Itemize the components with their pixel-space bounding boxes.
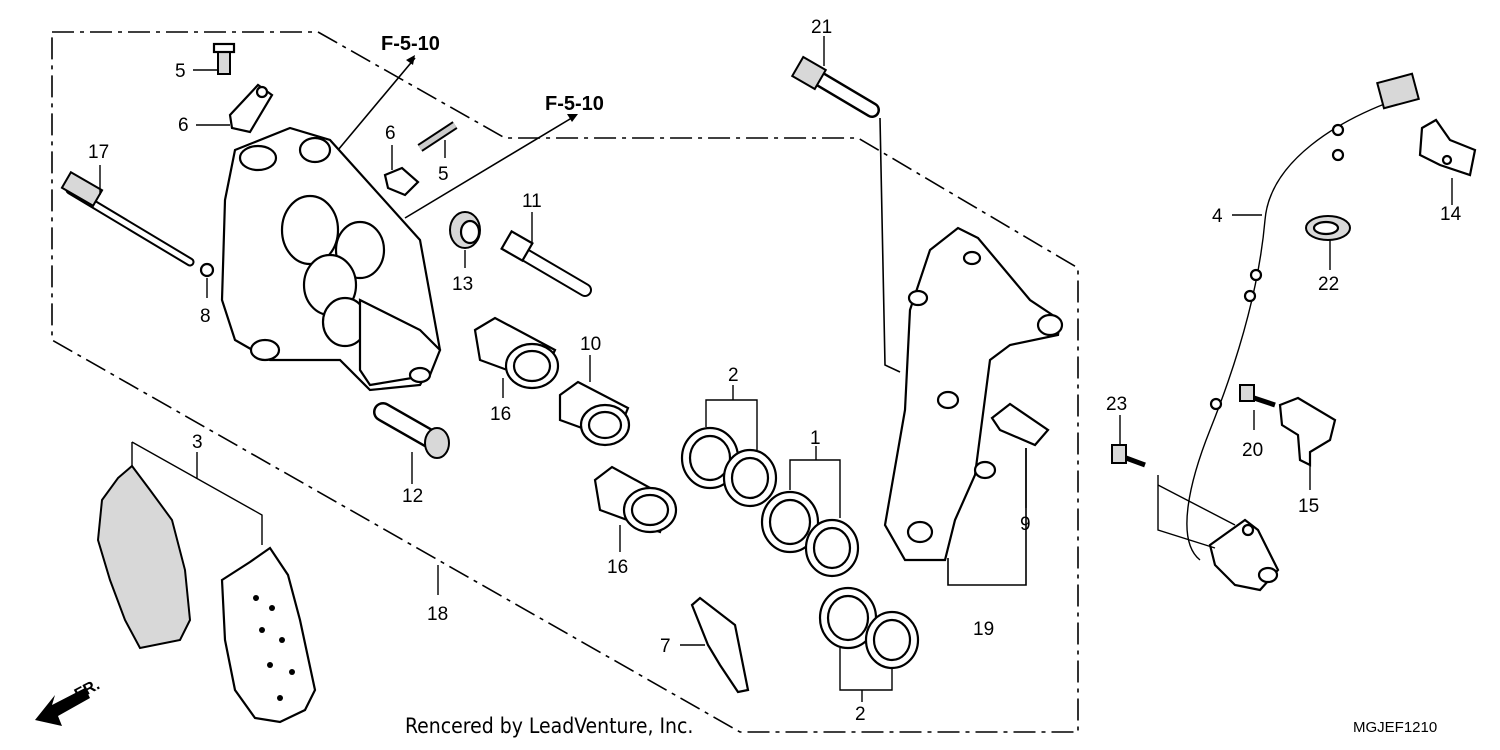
wheel-speed-sensor-part-4[interactable] [1186,72,1420,592]
callout-22: 22 [1318,274,1339,295]
callout-19: 19 [973,619,994,640]
callout-10: 10 [580,334,601,355]
callout-2-lower: 2 [855,704,866,725]
callout-20: 20 [1242,440,1263,461]
callout-18: 18 [427,604,448,625]
ref-leader-b [404,115,576,219]
clamp-part-14[interactable] [1418,118,1477,177]
bracket-group-line [879,117,901,373]
callout-14: 14 [1440,204,1462,225]
piston-part-16-lower[interactable] [593,465,678,534]
callout-15: 15 [1298,496,1319,517]
callout-16-upper: 16 [490,404,511,425]
bolt-part-23[interactable] [1111,444,1146,468]
caliper-body[interactable] [220,126,442,392]
callout-2-upper: 2 [728,365,739,386]
bleeder-cap-part-6-left[interactable] [228,83,274,134]
piston-part-16-upper[interactable] [473,316,560,390]
bleeder-screw-part-5-center[interactable] [417,121,458,152]
slide-pin-part-17[interactable] [60,170,195,267]
bolt-part-12[interactable] [373,402,450,459]
callout-17: 17 [88,142,109,163]
bracket-2-upper [705,399,758,450]
bracket-sensor [1157,475,1216,549]
boot-part-13[interactable] [449,211,481,249]
callout-3: 3 [192,432,203,453]
reference-label-b[interactable]: F-5-10 [545,93,604,115]
bolt-part-21[interactable] [790,55,880,118]
brake-pad-set-part-3[interactable] [96,464,317,724]
front-direction-arrow [35,688,90,726]
callout-9: 9 [1020,514,1031,535]
render-credit: Rencered by LeadVenture, Inc. [405,714,693,738]
callout-11: 11 [522,191,542,212]
clip-part-8[interactable] [199,262,215,278]
ref-arrow-b [567,114,578,122]
sensor-link [1157,484,1236,526]
callout-12: 12 [402,486,423,507]
stay-part-15[interactable] [1278,396,1337,467]
callout-6-left: 6 [178,115,189,136]
callout-8: 8 [200,306,211,327]
piston-part-10[interactable] [558,380,631,447]
bleeder-cap-part-6-center[interactable] [383,166,420,197]
bracket-2-lower [839,648,893,691]
bracket-3 [131,441,263,545]
callout-7: 7 [660,636,671,657]
clip-part-9[interactable] [990,402,1050,447]
caliper-bracket[interactable] [883,226,1064,562]
callout-23: 23 [1106,394,1127,415]
seal-pair-part-2-upper[interactable] [680,426,778,508]
clamp-part-22[interactable] [1305,215,1351,241]
seal-pair-part-1[interactable] [760,490,860,578]
diagram-code: MGJEF1210 [1353,719,1437,736]
ref-arrow-a [406,55,415,65]
callout-13: 13 [452,274,473,295]
reference-label-a[interactable]: F-5-10 [381,33,440,55]
bolt-part-20[interactable] [1239,384,1276,408]
pin-bolt-part-11[interactable] [500,229,592,297]
bracket-1 [789,459,841,518]
callout-16-lower: 16 [607,557,628,578]
seal-pair-part-2-lower[interactable] [818,586,920,670]
pad-spring-part-7[interactable] [690,596,750,694]
callout-21: 21 [811,17,832,38]
bracket-bracket-line [947,448,1027,586]
ref-leader-a [337,57,416,151]
callout-4: 4 [1212,206,1223,227]
callout-5-left: 5 [175,61,186,82]
callout-5-center: 5 [438,164,449,185]
callout-1: 1 [810,428,821,449]
bleeder-screw-part-5-left[interactable] [212,42,236,75]
callout-6-center: 6 [385,123,396,144]
